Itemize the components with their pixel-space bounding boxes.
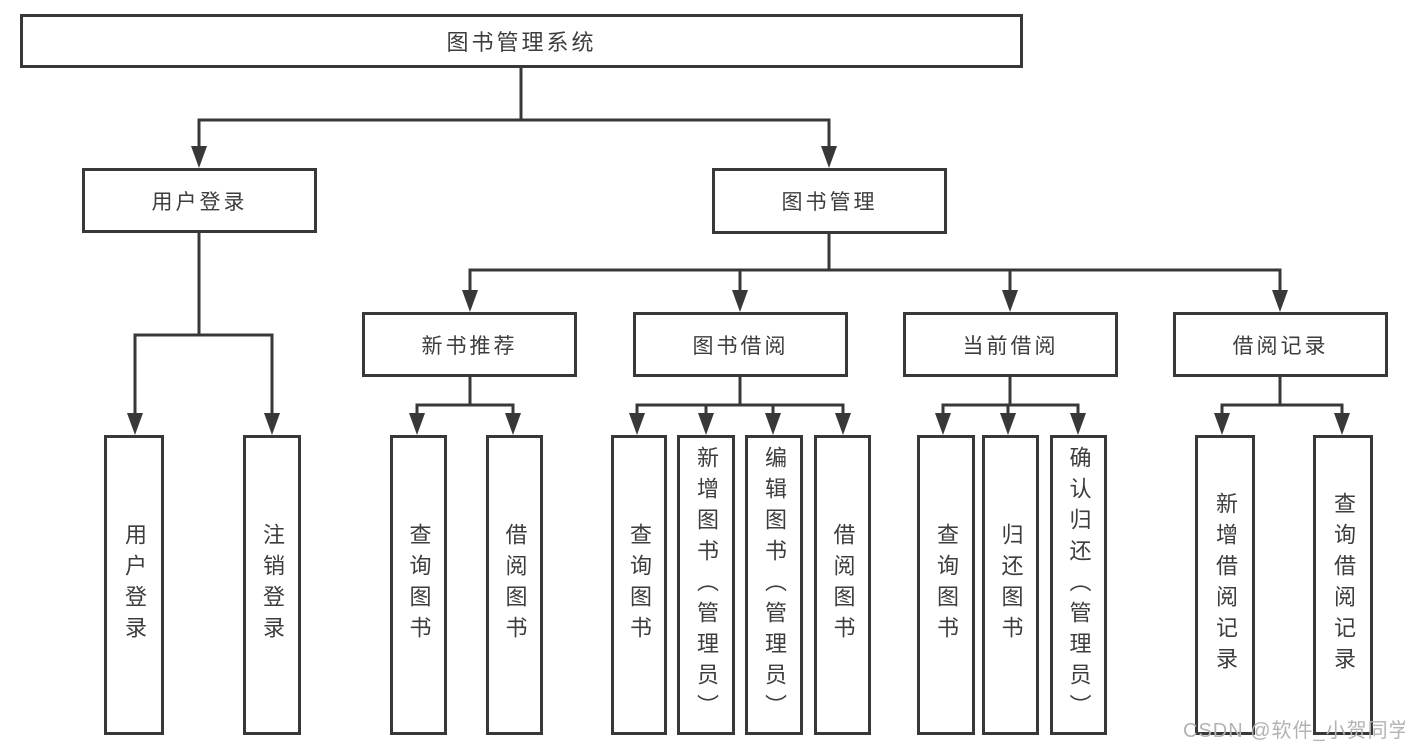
node-confirm-return-admin-label: 确认归还（管理员） [1066,445,1092,725]
node-recommend-query-books-label: 查询图书 [406,523,432,647]
node-borrowing-query-books-label: 查询图书 [627,523,652,647]
node-logout: 注销登录 [243,435,301,735]
node-borrowing-query-books: 查询图书 [611,435,667,735]
node-edit-book-admin: 编辑图书（管理员） [745,435,803,735]
node-query-borrow-record-label: 查询借阅记录 [1331,492,1356,678]
arrowheads [127,146,1350,435]
node-add-book-admin: 新增图书（管理员） [677,435,735,735]
node-recommend-query-books: 查询图书 [390,435,447,735]
node-confirm-return-admin: 确认归还（管理员） [1050,435,1107,735]
node-recommend-borrow-books-label: 借阅图书 [502,523,528,647]
node-borrowing-borrow-books-label: 借阅图书 [830,523,856,647]
node-current-query-books: 查询图书 [917,435,975,735]
watermark-text: CSDN @软件_小贺同学 [1183,720,1405,742]
node-add-book-admin-label: 新增图书（管理员） [694,445,719,725]
node-user-login: 用户登录 [82,168,317,233]
node-return-books-label: 归还图书 [998,523,1024,647]
node-user-login-leaf: 用户登录 [104,435,164,735]
node-user-login-leaf-label: 用户登录 [122,523,147,647]
node-add-borrow-record-label: 新增借阅记录 [1213,492,1238,678]
node-book-borrowing-label: 图书借阅 [692,334,789,358]
node-user-login-label: 用户登录 [151,190,248,214]
node-book-borrowing: 图书借阅 [633,312,848,377]
node-current-borrowing-label: 当前借阅 [962,334,1059,358]
node-recommend-borrow-books: 借阅图书 [486,435,543,735]
node-borrowing-records-label: 借阅记录 [1232,334,1329,358]
node-library-management-system-label: 图书管理系统 [446,30,597,55]
node-book-management-label: 图书管理 [781,191,878,214]
node-edit-book-admin-label: 编辑图书（管理员） [762,445,787,725]
node-current-borrowing: 当前借阅 [903,312,1118,377]
node-new-book-recommendation-label: 新书推荐 [421,334,518,358]
node-current-query-books-label: 查询图书 [934,523,959,647]
node-borrowing-borrow-books: 借阅图书 [814,435,871,735]
node-borrowing-records: 借阅记录 [1173,312,1388,377]
node-library-management-system: 图书管理系统 [20,14,1023,68]
node-logout-label: 注销登录 [260,523,285,647]
node-new-book-recommendation: 新书推荐 [362,312,577,377]
node-add-borrow-record: 新增借阅记录 [1195,435,1255,735]
node-book-management: 图书管理 [712,168,947,234]
node-query-borrow-record: 查询借阅记录 [1313,435,1373,735]
node-return-books: 归还图书 [982,435,1039,735]
